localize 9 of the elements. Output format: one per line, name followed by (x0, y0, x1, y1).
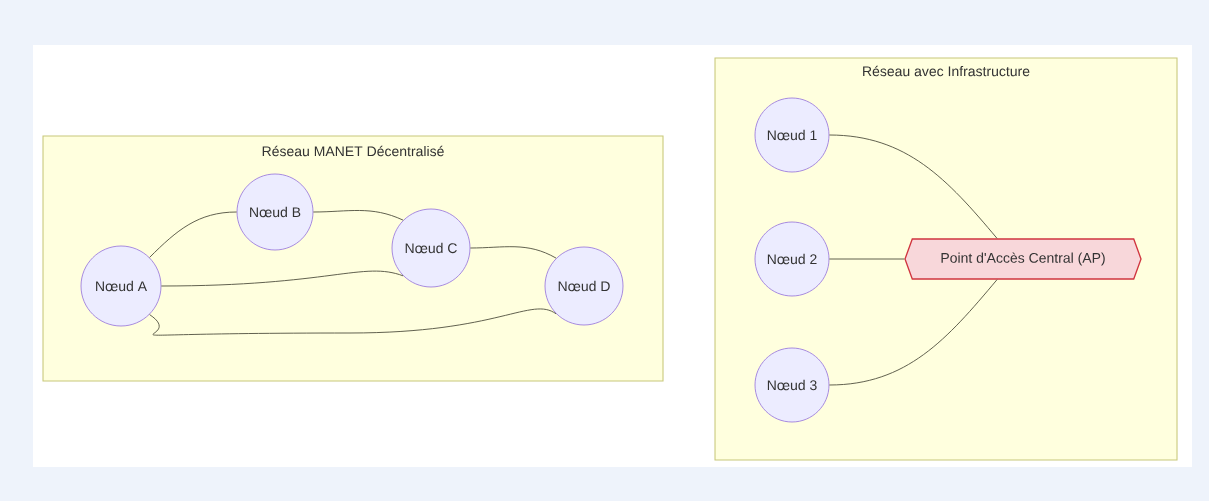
connector-line (149, 211, 238, 258)
connector-line (149, 308, 557, 336)
connector-line (828, 279, 998, 386)
connector-line (828, 258, 905, 260)
connector-line (312, 210, 404, 221)
connector-line (828, 134, 998, 239)
connector-line (469, 246, 557, 259)
hexagon-node: Point d'Accès Central (AP) (904, 238, 1142, 280)
connector-line (160, 270, 404, 287)
